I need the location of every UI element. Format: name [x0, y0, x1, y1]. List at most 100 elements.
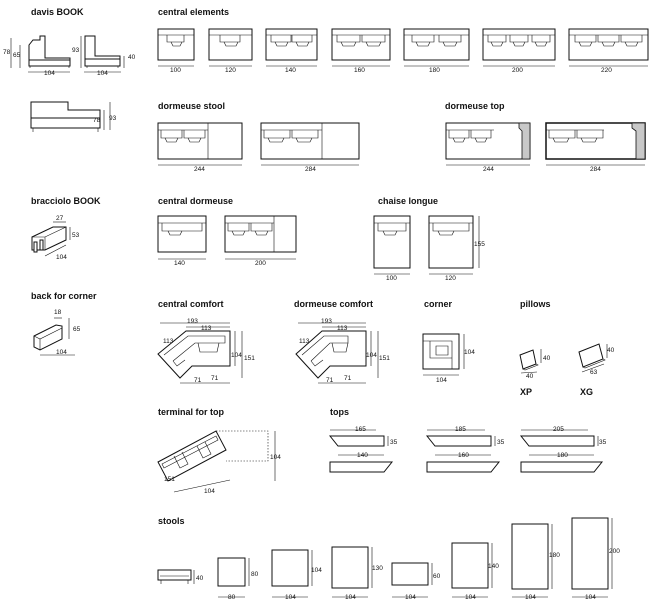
- tops-dim-thick-1: 35: [497, 439, 505, 446]
- dormeuse-comfort-dim-outer: 193: [321, 318, 332, 325]
- heading-pillows: pillows: [520, 299, 551, 309]
- stool-dim-depth-3: 130: [372, 565, 383, 572]
- stool-dim-depth-5: 140: [488, 563, 499, 570]
- dormeuse-comfort-dim-b1: 71: [326, 377, 334, 384]
- central-comfort-dim-b1: 71: [194, 377, 202, 384]
- stool-dim-depth-0: 40: [196, 575, 204, 582]
- tops-group: 165 35 140 185 35 160 205 35 180: [328, 426, 607, 473]
- central-dim-160: 160: [354, 67, 365, 74]
- dormeuse-top-dim-284: 284: [590, 166, 601, 173]
- heading-bracciolo-book: bracciolo BOOK: [31, 196, 101, 206]
- davis-dim-h4: 40: [128, 54, 136, 61]
- stool-dim-depth-2: 104: [311, 567, 322, 574]
- stool-dim-width-2: 104: [345, 594, 356, 601]
- dormeuse-comfort-dim-b2: 71: [344, 375, 352, 382]
- stools-group: 40 80 80 104 104 130 104 60 104 140 104 …: [157, 517, 620, 601]
- heading-dormeuse-comfort: dormeuse comfort: [294, 299, 373, 309]
- dormeuse-comfort-dim-depth: 151: [379, 355, 390, 362]
- tops-dim-thick-0: 35: [390, 439, 398, 446]
- heading-stools: stools: [158, 516, 185, 526]
- central-dim-140: 140: [285, 67, 296, 74]
- central-element-140: 140: [265, 28, 318, 74]
- pillow-xg-label: XG: [580, 387, 593, 397]
- back-corner-dim-height: 65: [73, 326, 81, 333]
- central-element-200: 200: [482, 28, 556, 74]
- central-comfort-dim-inner: 113: [201, 325, 212, 332]
- davis-dim-side-h2: 93: [109, 115, 117, 122]
- stool-dim-width-1: 104: [285, 594, 296, 601]
- davis-book-group: 78 65 104 93 40 104 78 93: [3, 35, 136, 132]
- central-dim-100: 100: [170, 67, 181, 74]
- pillow-xp-dim-w: 40: [526, 373, 534, 380]
- dormeuse-comfort-dim-side: 104: [366, 352, 377, 359]
- dormeuse-stool-dim-244: 244: [194, 166, 205, 173]
- pillow-xg-dim-w: 63: [590, 369, 598, 376]
- dormeuse-stool-dim-284: 284: [305, 166, 316, 173]
- terminal-top-dim-base: 104: [204, 488, 215, 495]
- chaise-dim-w2: 120: [445, 275, 456, 282]
- stool-dim-width-3: 104: [405, 594, 416, 601]
- chaise-dim-depth: 155: [474, 241, 485, 248]
- central-comfort-dim-depth: 151: [244, 355, 255, 362]
- central-element-220: 220: [568, 28, 649, 74]
- central-element-100: 100: [157, 28, 195, 74]
- stool-dim-depth-1: 80: [251, 571, 259, 578]
- stool-dim-width-5: 104: [525, 594, 536, 601]
- heading-terminal-for-top: terminal for top: [158, 407, 225, 417]
- tops-dim-bottom-1: 160: [458, 452, 469, 459]
- back-for-corner-group: 18 65 104: [33, 309, 81, 356]
- central-element-120: 120: [208, 28, 253, 74]
- dormeuse-comfort-group: 193 113 113 104 151 71 71: [295, 318, 390, 384]
- davis-dim-w2: 104: [97, 70, 108, 77]
- dormeuse-top-group: 244 284: [445, 122, 646, 173]
- tops-dim-thick-2: 35: [599, 439, 607, 446]
- pillow-xg-dim-h: 40: [607, 347, 615, 354]
- dormeuse-stool-group: 244 284: [157, 122, 360, 173]
- chaise-dim-w1: 100: [386, 275, 397, 282]
- central-dormeuse-dim-200: 200: [255, 260, 266, 267]
- heading-dormeuse-top: dormeuse top: [445, 101, 505, 111]
- terminal-top-dim-depth: 151: [164, 476, 175, 483]
- corner-dim-side: 104: [464, 349, 475, 356]
- bracciolo-dim-top: 27: [56, 215, 64, 222]
- central-comfort-group: 193 113 113 104 151 71 71: [157, 318, 255, 384]
- central-dim-120: 120: [225, 67, 236, 74]
- davis-dim-h1: 78: [3, 49, 11, 56]
- central-dormeuse-dim-140: 140: [174, 260, 185, 267]
- heading-tops: tops: [330, 407, 349, 417]
- back-corner-dim-top: 18: [54, 309, 62, 316]
- terminal-for-top-group: 104 151 104: [157, 430, 281, 495]
- davis-dim-w1: 104: [44, 70, 55, 77]
- corner-group: 104 104: [422, 333, 475, 384]
- tops-dim-bottom-2: 180: [557, 452, 568, 459]
- davis-dim-h3: 93: [72, 47, 80, 54]
- bracciolo-book-group: 27 53 104: [31, 215, 80, 261]
- stool-dim-width-4: 104: [465, 594, 476, 601]
- stool-dim-depth-7: 200: [609, 548, 620, 555]
- central-dim-200: 200: [512, 67, 523, 74]
- pillow-xp-dim-h: 40: [543, 355, 551, 362]
- stool-dim-depth-4: 60: [433, 573, 441, 580]
- central-dim-180: 180: [429, 67, 440, 74]
- central-element-160: 160: [331, 28, 391, 74]
- back-corner-dim-base: 104: [56, 349, 67, 356]
- pillow-xp-label: XP: [520, 387, 532, 397]
- central-element-180: 180: [403, 28, 470, 74]
- central-elements-group: 100 120 140 160 180: [157, 28, 649, 74]
- pillows-group: 40 40 XP 40 63 XG: [519, 343, 615, 397]
- central-dim-220: 220: [601, 67, 612, 74]
- corner-dim-base: 104: [436, 377, 447, 384]
- bracciolo-dim-base: 104: [56, 254, 67, 261]
- heading-davis-book: davis BOOK: [31, 7, 84, 17]
- bracciolo-dim-side: 53: [72, 232, 80, 239]
- central-comfort-dim-diag: 113: [163, 338, 174, 345]
- heading-corner: corner: [424, 299, 453, 309]
- stool-dim-width-0: 80: [228, 594, 236, 601]
- heading-central-elements: central elements: [158, 7, 229, 17]
- dormeuse-comfort-dim-inner: 113: [337, 325, 348, 332]
- central-comfort-dim-outer: 193: [187, 318, 198, 325]
- davis-dim-side-h1: 78: [93, 117, 101, 124]
- davis-dim-h2: 65: [13, 52, 21, 59]
- heading-central-dormeuse: central dormeuse: [158, 196, 233, 206]
